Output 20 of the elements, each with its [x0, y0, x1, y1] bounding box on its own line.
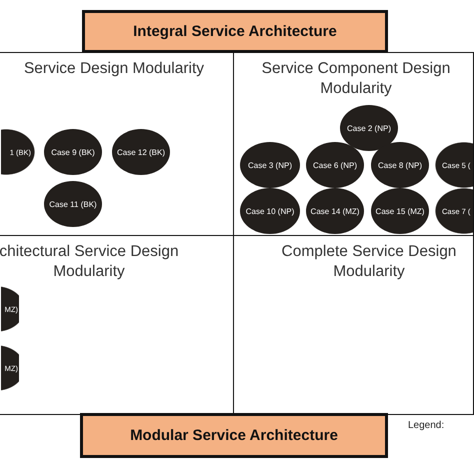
case-label: Case 3 (NP) — [248, 160, 292, 170]
case-label: Case 2 (NP) — [346, 124, 391, 132]
legend-heading: Legend: — [408, 420, 444, 431]
case-label: Case 9 (BK) — [51, 148, 95, 156]
architecture-box — [80, 413, 388, 458]
architecture-box — [82, 10, 388, 53]
case-label: Case 15 (MZ) — [376, 206, 424, 216]
case-label: Case 8 (NP) — [378, 160, 422, 170]
case-ellipse — [306, 142, 364, 188]
case-label: Case 14 (MZ) — [310, 206, 360, 216]
quadrant-title: Service Design Modularity — [22, 59, 206, 79]
quadrant-title: Service Component Design Modularity — [260, 59, 452, 99]
architecture-title: Integral Service Architecture — [133, 23, 337, 40]
architecture-title: Modular Service Architecture — [130, 427, 338, 444]
case-label: Case 10 (NP) — [246, 206, 294, 216]
case-label: Case 6 (NP) — [312, 160, 357, 170]
case-label: Case 12 (BK) — [116, 148, 166, 156]
quadrant-title: Complete Service Design Modularity — [280, 242, 458, 282]
quadrant-title: chitectural Service Design Modularity — [0, 242, 180, 282]
case-label: Case 11 (BK) — [49, 200, 97, 208]
